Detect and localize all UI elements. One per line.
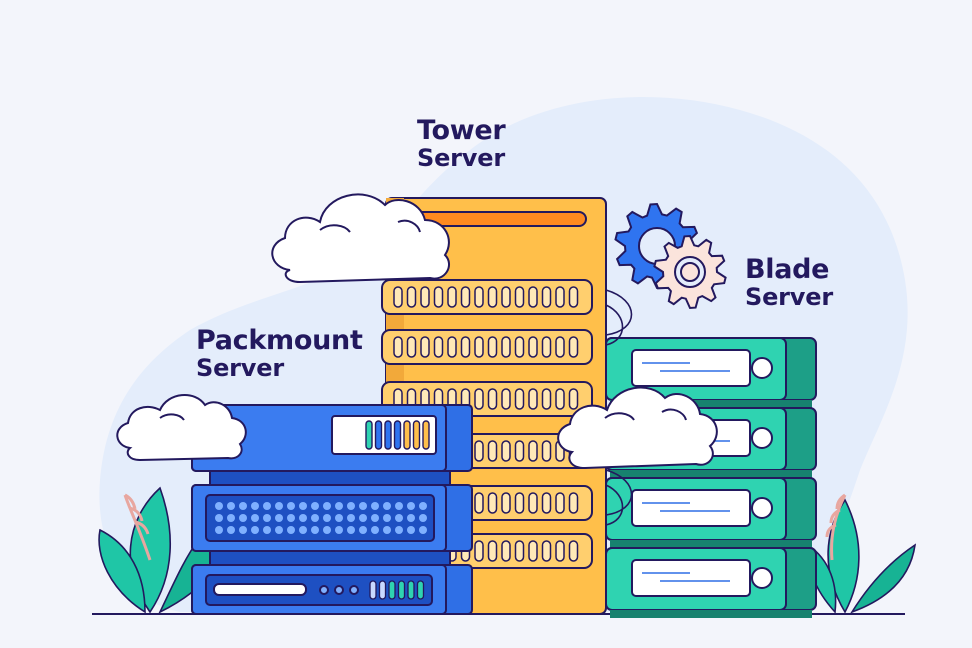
packmount-label-line1: Packmount — [196, 325, 363, 356]
cloud-icon — [116, 393, 247, 462]
packmount-label-line2: Server — [196, 354, 284, 382]
packmount-server — [191, 404, 473, 615]
tower-server-label: Tower Server — [417, 115, 506, 172]
tower-label-line2: Server — [417, 144, 505, 172]
blade-unit — [605, 337, 817, 408]
blade-unit — [605, 547, 817, 618]
gear-icon — [614, 202, 727, 310]
cloud-icon — [271, 193, 450, 284]
blade-server — [605, 337, 817, 618]
blade-label-line1: Blade — [745, 254, 830, 285]
cloud-icon — [557, 386, 718, 470]
blade-unit — [605, 477, 817, 548]
blade-server-label: Blade Server — [745, 256, 833, 309]
packmount-server-label: Packmount Server — [196, 327, 363, 380]
tower-slot-panel — [381, 279, 593, 315]
blade-label-line2: Server — [745, 283, 833, 311]
cable-lines — [605, 289, 633, 526]
tower-label-line1: Tower — [417, 115, 506, 146]
tower-slot-panel — [381, 329, 593, 365]
